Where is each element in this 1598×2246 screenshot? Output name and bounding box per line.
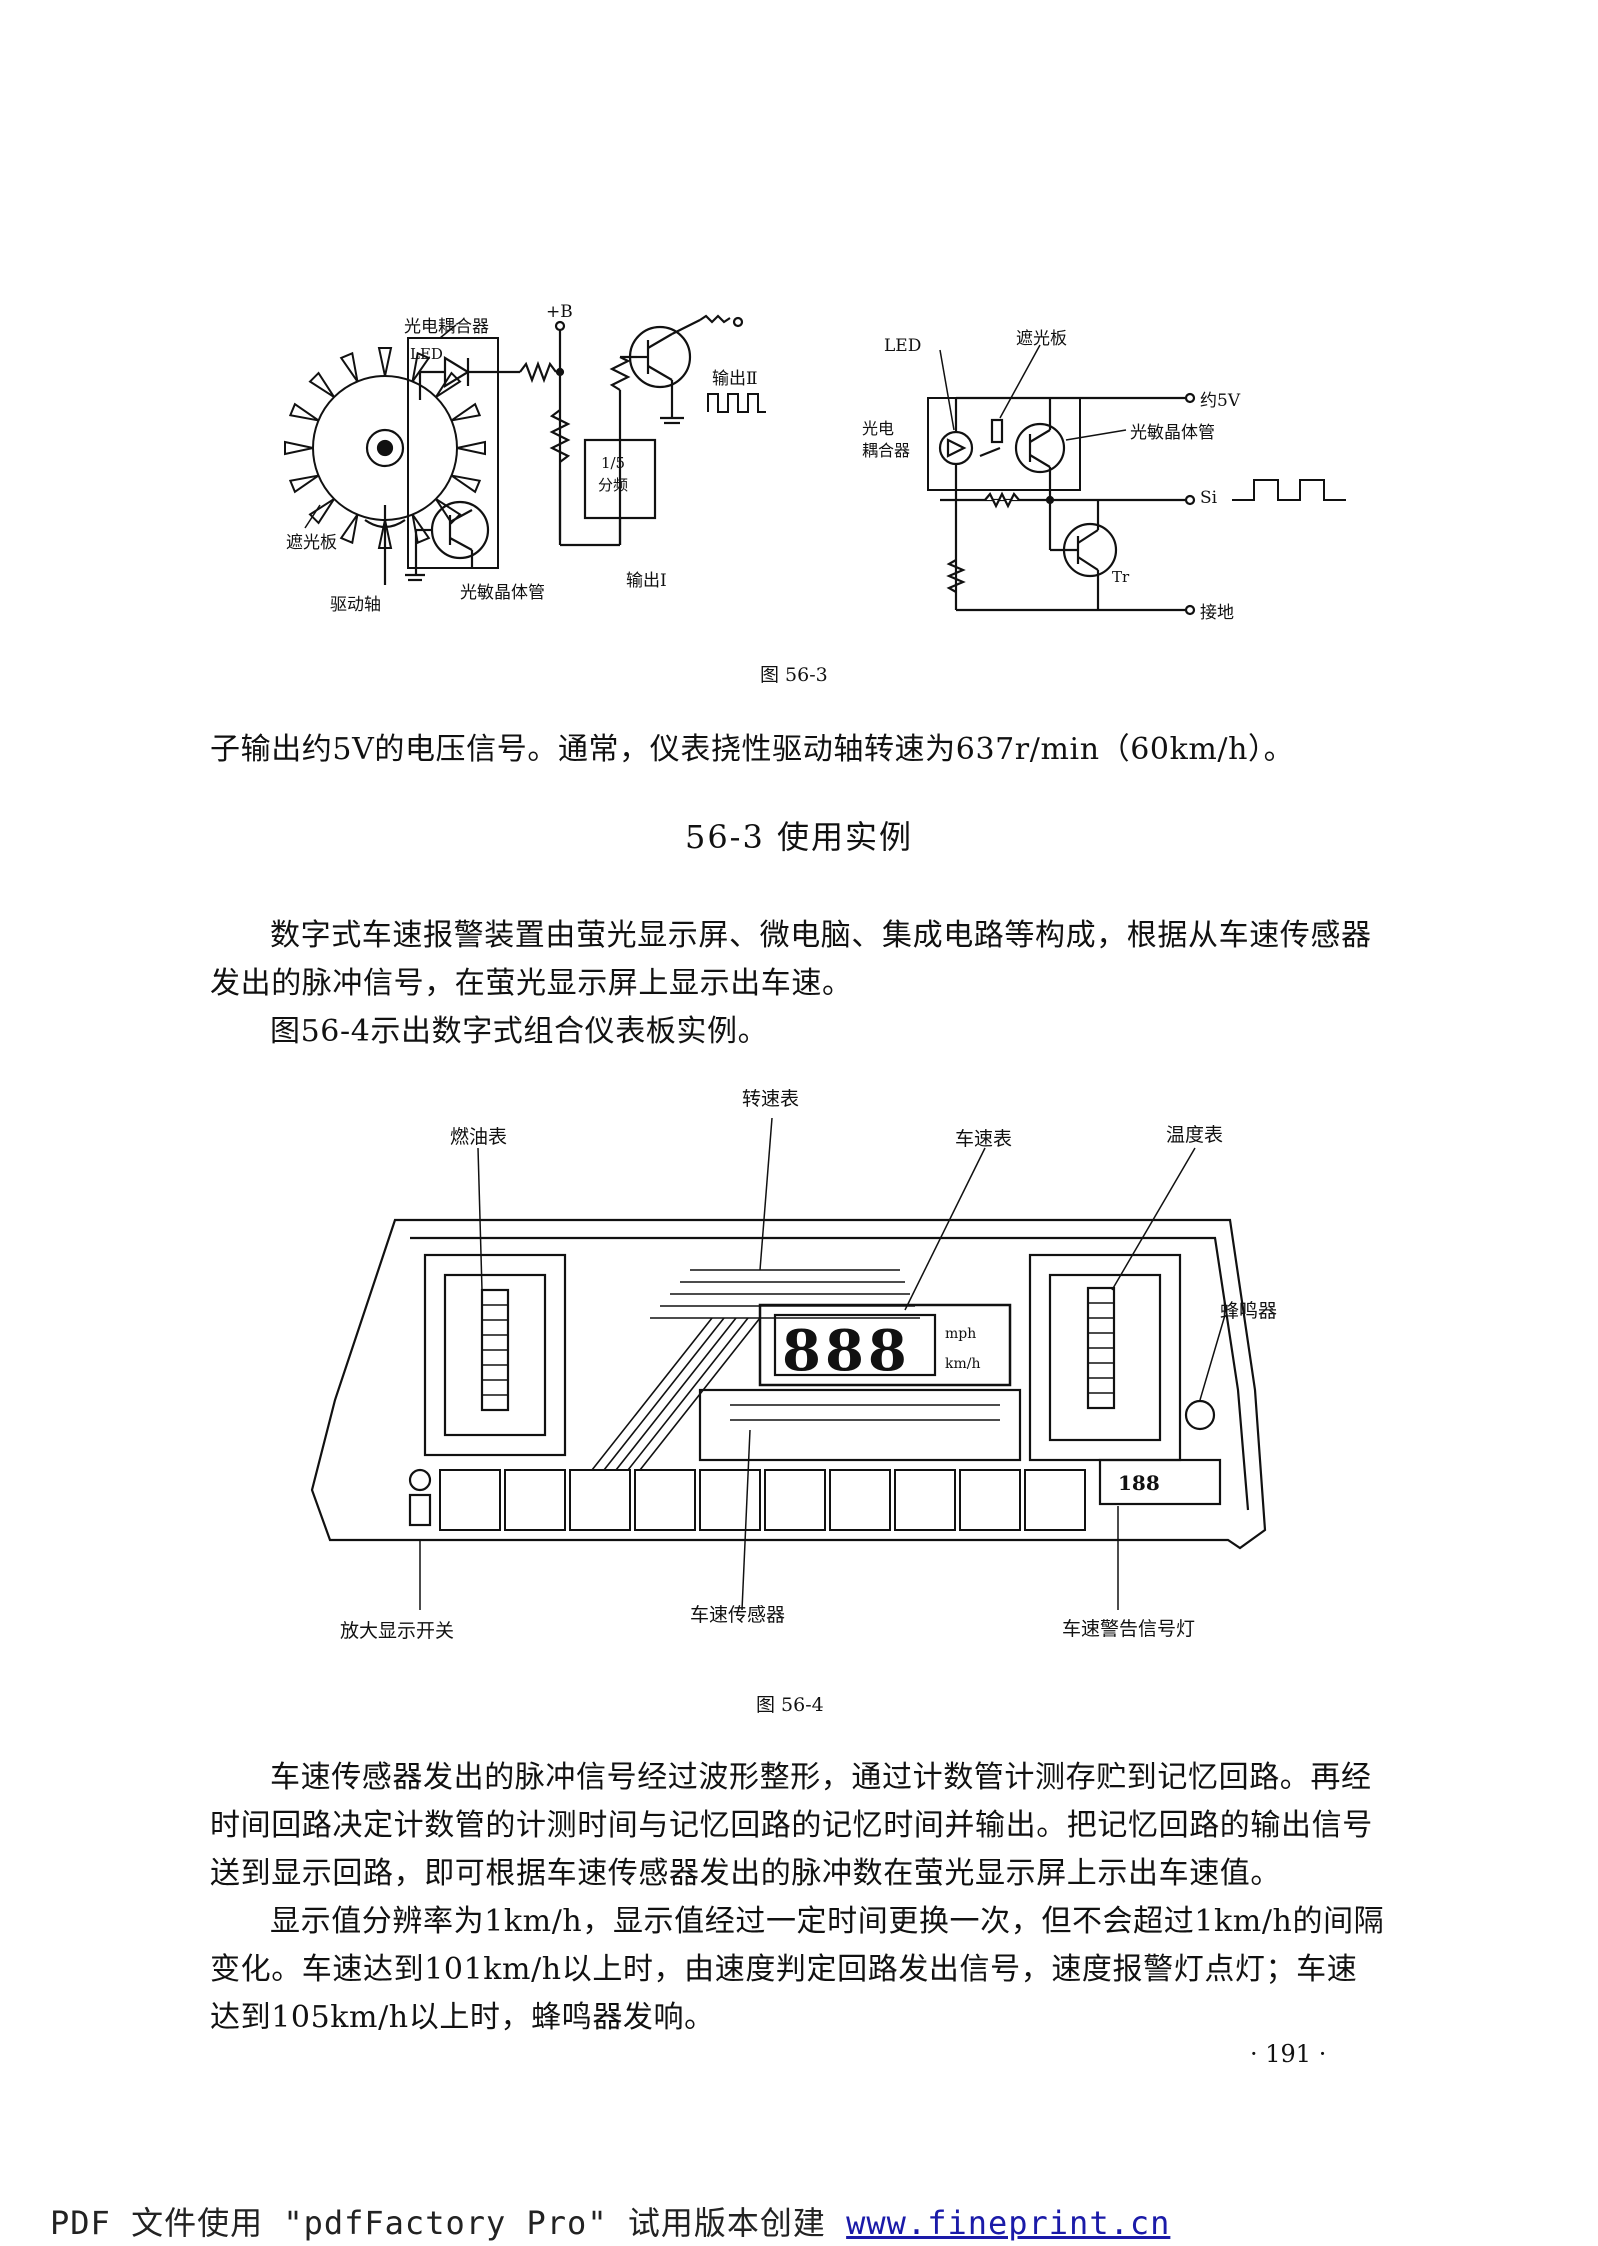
label-speedometer: 车速表 [955,1128,1013,1150]
label-shield-left: 遮光板 [286,533,337,553]
label-buzzer: 蜂鸣器 [1220,1300,1278,1322]
paragraph-1: 子输出约5V的电压信号。通常，仪表挠性驱动轴转速为637r/min（60km/h… [210,732,1295,767]
paragraph-2: 数字式车速报警装置由萤光显示屏、微电脑、集成电路等构成，根据从车速传感器发出的脉… [210,918,1372,1001]
zoom-switch [408,1468,432,1492]
unit-kmh: km/h [945,1356,981,1372]
pdf-footer: PDF 文件使用 "pdfFactory Pro" 试用版本创建 www.fin… [50,2198,1170,2244]
footer-text: PDF 文件使用 "pdfFactory Pro" 试用版本创建 [50,2204,847,2242]
label-drive-shaft: 驱动轴 [330,595,381,615]
speedometer-display-frame [758,1303,1012,1387]
label-phototransistor-left: 光敏晶体管 [460,583,545,603]
warning-lamp-display [1098,1458,1222,1506]
label-si: Si [1200,488,1218,508]
small-display-digits: 188 [1118,1471,1160,1495]
figure-56-4-caption: 图 56-4 [756,1694,824,1716]
paragraph-4: 车速传感器发出的脉冲信号经过波形整形，通过计数管计测存贮到记忆回路。再经时间回路… [210,1760,1373,1891]
fuel-gauge [423,1253,567,1457]
footer-link[interactable]: www.fineprint.cn [846,2204,1171,2242]
section-heading: 56-3 使用实例 [684,818,914,856]
speedometer-digits: 888 [782,1318,911,1384]
label-output-2: 输出Ⅱ [712,369,758,389]
label-phototransistor-right: 光敏晶体管 [1130,423,1215,443]
paragraph-3: 图56-4示出数字式组合仪表板实例。 [270,1014,769,1049]
label-led-right: LED [884,336,922,356]
unit-mph: mph [945,1326,976,1342]
paragraph-5: 显示值分辨率为1km/h，显示值经过一定时间更换一次，但不会超过1km/h的间隔… [210,1904,1385,2035]
label-led-left: LED [410,345,443,363]
label-ground: 接地 [1200,603,1234,623]
figure-56-4-instrument-panel: 888 mph km/h 188 [310,1117,1267,1611]
panel-housing [310,1218,1267,1550]
label-plus-b: +B [546,302,573,322]
page-number: · 191 · [1250,2040,1327,2068]
label-warning-lamp: 车速警告信号灯 [1062,1618,1196,1640]
label-speed-sensor: 车速传感器 [690,1604,786,1626]
label-tachometer: 转速表 [742,1088,800,1110]
label-coupler-right: 光电 耦合器 [862,419,911,460]
label-coupler-left: 光电耦合器 [404,317,489,337]
label-shield-right: 遮光板 [1016,329,1067,349]
label-divider: 1/5 分频 [598,454,629,494]
label-fuel-gauge: 燃油表 [450,1126,508,1148]
figure-56-3-caption: 图 56-3 [760,664,828,686]
figure-56-3-diagram [284,314,1346,616]
label-zoom-switch: 放大显示开关 [340,1620,455,1642]
temp-gauge [1028,1253,1182,1462]
buzzer [1184,1399,1216,1431]
label-tr: Tr [1112,568,1130,586]
label-5v: 约5V [1200,391,1241,411]
label-output-1: 输出Ⅰ [626,571,667,591]
label-temp-gauge: 温度表 [1166,1124,1224,1146]
